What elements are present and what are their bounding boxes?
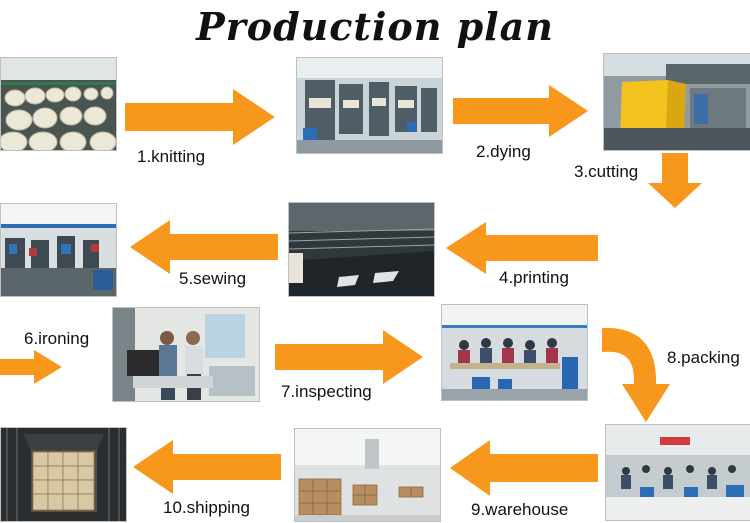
dying-photo bbox=[296, 57, 443, 154]
step-label-ironing: 6.ironing bbox=[24, 329, 90, 348]
knitting-photo bbox=[0, 57, 117, 151]
step-label-knitting: 1.knitting bbox=[137, 147, 206, 166]
step-label-inspecting: 7.inspecting bbox=[281, 382, 372, 401]
inspecting-photo bbox=[441, 304, 588, 401]
warehouse-photo bbox=[294, 428, 441, 522]
arrow-knitting-to-dying bbox=[125, 89, 275, 145]
arrow-printing-to-sewing-right bbox=[446, 222, 598, 274]
printing-photo bbox=[288, 202, 435, 297]
step-label-warehouse: 9.warehouse bbox=[471, 500, 569, 519]
page-title: Production plan bbox=[196, 4, 554, 49]
arrow-warehouse-to-shipping bbox=[133, 440, 281, 494]
sewing-photo bbox=[0, 203, 117, 297]
step-label-shipping: 10.shipping bbox=[163, 498, 250, 517]
shipping-photo bbox=[0, 427, 127, 522]
arrow-ironing-to-inspecting bbox=[275, 330, 423, 384]
arrow-dying-to-cutting bbox=[453, 85, 588, 137]
step-label-dying: 2.dying bbox=[476, 142, 531, 161]
ironing-photo bbox=[112, 307, 260, 402]
step-label-printing: 4.printing bbox=[499, 268, 569, 287]
arrow-packing-to-warehouse bbox=[450, 440, 598, 496]
arrow-into-ironing bbox=[0, 350, 62, 384]
arrow-inspecting-to-packing bbox=[600, 322, 680, 424]
packing-photo bbox=[605, 424, 750, 521]
arrow-cutting-to-printing bbox=[648, 153, 702, 208]
cutting-photo bbox=[603, 53, 750, 151]
step-label-sewing: 5.sewing bbox=[179, 269, 247, 288]
arrow-printing-to-sewing-left bbox=[130, 220, 278, 274]
step-label-packing: 8.packing bbox=[667, 348, 740, 367]
step-label-cutting: 3.cutting bbox=[574, 162, 639, 181]
